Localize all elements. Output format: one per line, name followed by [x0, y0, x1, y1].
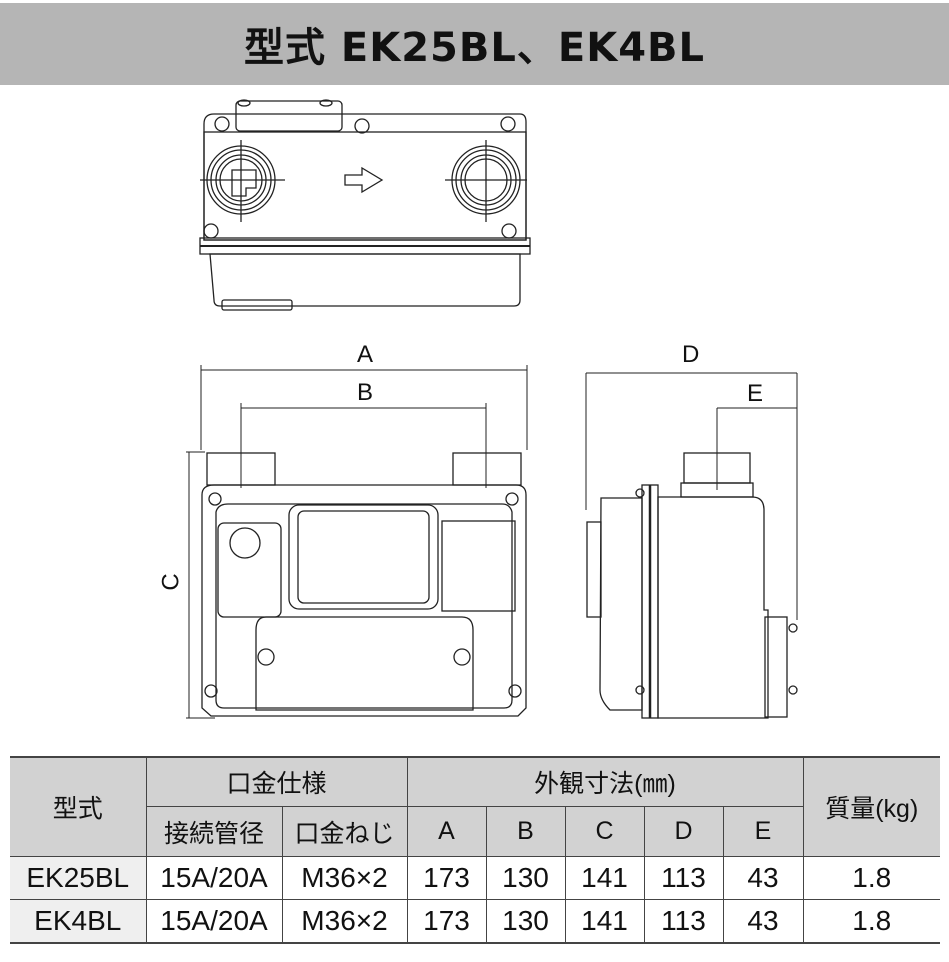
cell-model: EK4BL [10, 899, 147, 944]
cell-dim-a: 173 [406, 856, 487, 900]
cell-dim-b: 130 [485, 856, 566, 900]
header-dim-e: E [722, 806, 803, 857]
cell-dim-d: 113 [643, 856, 724, 900]
header-dim-d: D [643, 806, 724, 857]
dimension-label-d: D [682, 341, 700, 368]
spec-table: 型式 口金仕様 外観寸法(㎜) 質量(kg) 接続管径 口金ねじ A B C D… [10, 756, 940, 944]
page-title: 型式 EK25BL、EK4BL [243, 25, 705, 71]
dimension-label-c: C [157, 573, 185, 591]
cell-dim-c: 141 [564, 856, 645, 900]
dimension-label-a: A [357, 341, 374, 368]
header-dim-b: B [485, 806, 566, 857]
table-row: EK4BL 15A/20A M36×2 173 130 141 113 43 1… [10, 899, 940, 944]
cell-model: EK25BL [10, 856, 147, 900]
cell-weight: 1.8 [802, 899, 940, 944]
cell-dim-b: 130 [485, 899, 566, 944]
header-dim-c: C [564, 806, 645, 857]
cell-dim-d: 113 [643, 899, 724, 944]
dimension-label-e: E [747, 380, 764, 407]
header-dim-a: A [406, 806, 487, 857]
header-pipe-diameter: 接続管径 [146, 806, 283, 857]
flow-arrow-icon [344, 166, 384, 194]
side-view-drawing [585, 372, 798, 719]
cell-dim-a: 173 [406, 899, 487, 944]
header-weight: 質量(kg) [802, 756, 940, 857]
header-fitting-thread: 口金ねじ [281, 806, 408, 857]
top-view-drawing [199, 99, 531, 311]
cell-fitting-thread: M36×2 [281, 856, 408, 900]
cell-weight: 1.8 [802, 856, 940, 900]
cell-pipe-diameter: 15A/20A [145, 856, 283, 900]
title-bar: 型式 EK25BL、EK4BL [0, 3, 949, 85]
front-view-drawing [186, 365, 528, 719]
header-fitting-spec: 口金仕様 [145, 756, 408, 807]
header-dimensions: 外観寸法(㎜) [406, 756, 804, 807]
table-row: EK25BL 15A/20A M36×2 173 130 141 113 43 … [10, 856, 940, 900]
cell-pipe-diameter: 15A/20A [145, 899, 283, 944]
cell-fitting-thread: M36×2 [281, 899, 408, 944]
dimension-label-b: B [357, 379, 374, 406]
cell-dim-e: 43 [722, 856, 804, 900]
technical-drawing: A B C D E [0, 90, 949, 740]
cell-dim-c: 141 [564, 899, 645, 944]
header-model: 型式 [10, 756, 147, 857]
cell-dim-e: 43 [722, 899, 804, 944]
